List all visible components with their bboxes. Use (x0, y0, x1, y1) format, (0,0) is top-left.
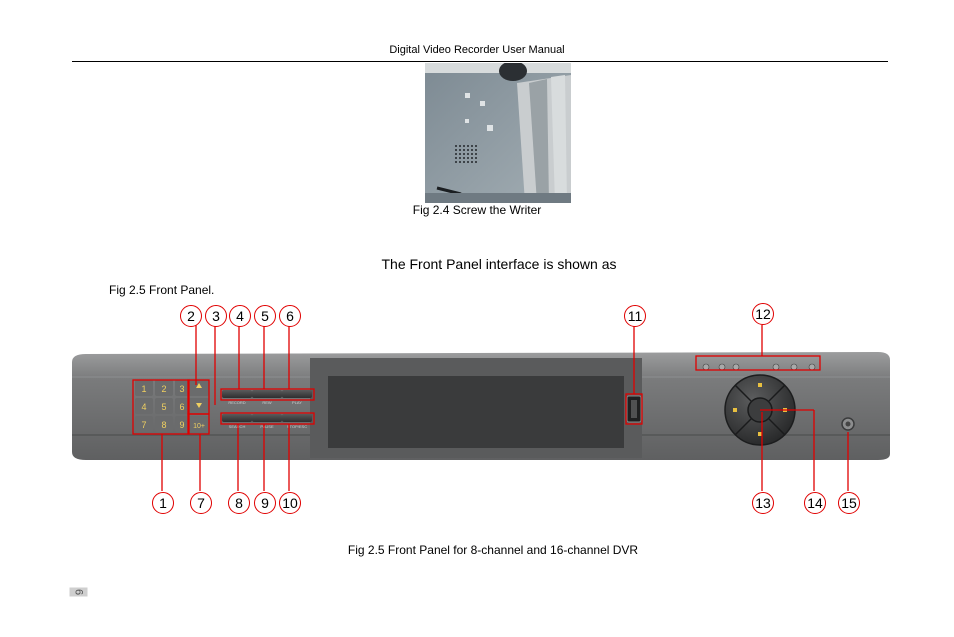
callout-13: 13 (752, 492, 774, 514)
callout-7: 7 (190, 492, 212, 514)
rew-label: REW (262, 400, 272, 405)
page-number: 6 (69, 587, 88, 597)
key-7: 7 (141, 420, 146, 430)
fig-2-5-label: Fig 2.5 Front Panel. (109, 283, 215, 297)
callout-2: 2 (180, 305, 202, 327)
key-4: 4 (141, 402, 146, 412)
callout-11: 11 (624, 305, 646, 327)
key-6: 6 (179, 402, 184, 412)
callout-3: 3 (205, 305, 227, 327)
callout-10: 10 (279, 492, 301, 514)
search-label: SEARCH (229, 424, 246, 429)
stop-esc-label: STOP/ESC (287, 424, 307, 429)
callout-6: 6 (279, 305, 301, 327)
callout-9: 9 (254, 492, 276, 514)
callout-5: 5 (254, 305, 276, 327)
callout-4: 4 (229, 305, 251, 327)
key-1: 1 (141, 384, 146, 394)
header-title: Digital Video Recorder User Manual (389, 44, 565, 56)
record-label: RECORD (228, 400, 245, 405)
front-panel-image: 1 2 3 4 5 6 7 8 9 10+ (72, 350, 892, 462)
header-rule (72, 61, 888, 62)
key-3: 3 (179, 384, 184, 394)
callout-15: 15 (838, 492, 860, 514)
callout-12: 12 (752, 303, 774, 325)
key-5: 5 (161, 402, 166, 412)
key-10-plus: 10+ (193, 423, 205, 430)
key-9: 9 (179, 420, 184, 430)
fig-2-5-caption: Fig 2.5 Front Panel for 8-channel and 16… (347, 543, 639, 557)
callout-1: 1 (152, 492, 174, 514)
play-label: PLAY (292, 400, 302, 405)
callout-14: 14 (804, 492, 826, 514)
function-buttons: RECORD REW PLAY SEARCH PAUSE STOP/ESC (222, 390, 312, 429)
key-8: 8 (161, 420, 166, 430)
fig-2-4-caption: Fig 2.4 Screw the Writer (412, 203, 542, 217)
intro-text: The Front Panel interface is shown as (381, 256, 617, 272)
screw-writer-photo (425, 63, 571, 203)
callout-8: 8 (228, 492, 250, 514)
key-2: 2 (161, 384, 166, 394)
pause-label: PAUSE (260, 424, 274, 429)
